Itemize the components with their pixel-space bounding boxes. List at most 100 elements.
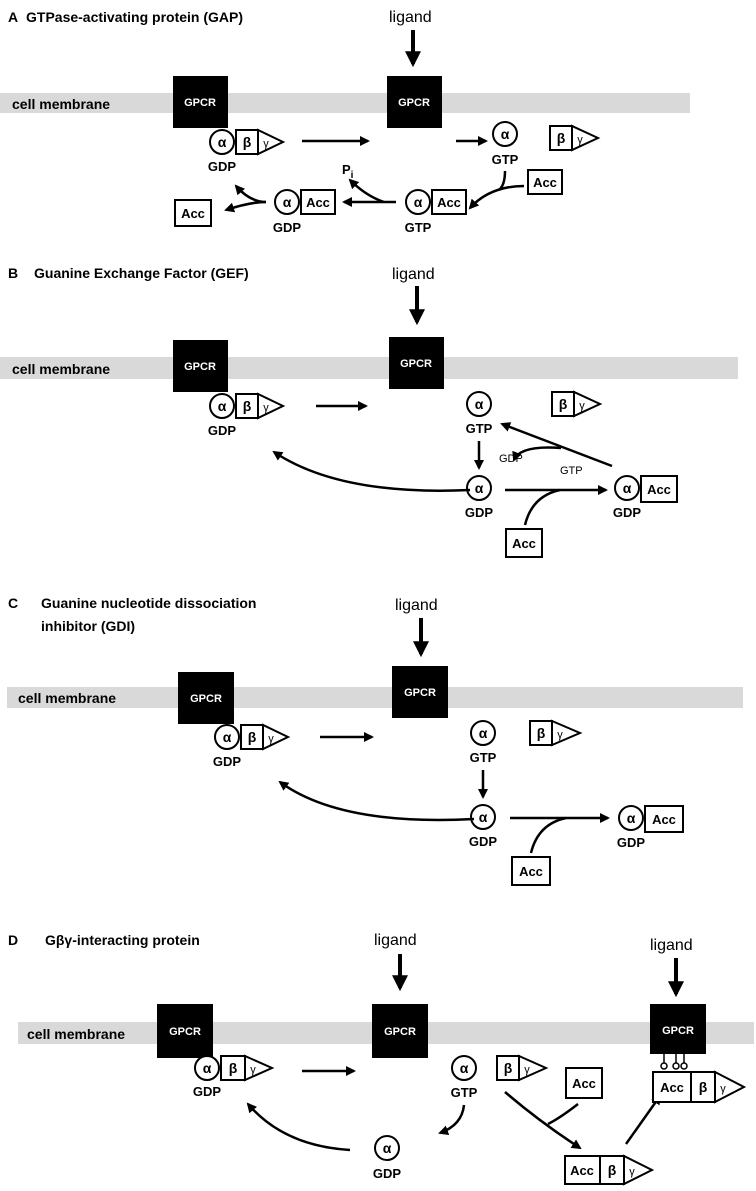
- svg-text:β: β: [504, 1060, 513, 1076]
- svg-text:GDP: GDP: [617, 835, 646, 850]
- beta-gamma-dimer: β γ: [549, 124, 601, 152]
- svg-text:α: α: [479, 809, 488, 825]
- svg-text:GDP: GDP: [193, 1084, 222, 1099]
- alpha-release-arrow: [234, 184, 267, 204]
- reassociation-arrow: [246, 1102, 351, 1152]
- svg-text:β: β: [559, 396, 568, 412]
- beta-gamma-binding-arrow: [504, 1091, 582, 1150]
- reassociation-arrow: [278, 780, 475, 822]
- gdp-small-label: GDP: [499, 453, 523, 465]
- svg-text:GDP: GDP: [373, 1166, 402, 1181]
- gtp-to-complex-line: [498, 170, 507, 191]
- ligand-label: ligand: [392, 266, 435, 283]
- panel-d-title: Gβγ-interacting protein: [45, 932, 200, 948]
- ligand-label-second: ligand: [650, 937, 693, 954]
- acc-beta-gamma-complex: Acc β γ: [564, 1154, 655, 1186]
- alpha-gtp: α GTP: [492, 121, 519, 167]
- svg-text:γ: γ: [268, 733, 274, 745]
- svg-text:α: α: [475, 480, 484, 496]
- gpcr-receptor-activated: GPCR: [389, 337, 444, 389]
- svg-text:γ: γ: [557, 729, 563, 741]
- alpha-gdp-acc-complex: α Acc GDP: [613, 475, 678, 520]
- gpcr-receptor-bound: GPCR: [650, 1004, 706, 1054]
- svg-text:GPCR: GPCR: [398, 97, 430, 109]
- svg-text:Acc: Acc: [437, 195, 461, 210]
- svg-text:GPCR: GPCR: [384, 1026, 416, 1038]
- svg-text:β: β: [537, 725, 546, 741]
- heterotrimer-inactive: α β γ GDP: [213, 723, 291, 769]
- accessory-protein: Acc: [527, 169, 563, 195]
- panel-a-letter: A: [8, 9, 18, 25]
- gpcr-receptor: GPCR: [178, 672, 234, 724]
- gtp-to-gdp-arrow: [438, 1104, 466, 1135]
- svg-text:Acc: Acc: [512, 536, 536, 551]
- svg-text:GTP: GTP: [405, 220, 432, 235]
- alpha-gtp: α GTP: [470, 720, 497, 765]
- beta-gamma-dimer: β γ: [496, 1054, 549, 1082]
- ligand-label: ligand: [395, 597, 438, 614]
- svg-text:GDP: GDP: [213, 754, 242, 769]
- membrane-anchors: [660, 1054, 688, 1070]
- svg-text:β: β: [229, 1060, 238, 1076]
- svg-text:Acc: Acc: [519, 864, 543, 879]
- svg-text:β: β: [243, 398, 252, 414]
- accessory-protein: Acc: [505, 528, 543, 558]
- svg-text:α: α: [479, 725, 488, 741]
- svg-text:α: α: [627, 810, 636, 826]
- alpha-gdp: α GDP: [469, 804, 497, 849]
- svg-text:GDP: GDP: [613, 505, 642, 520]
- svg-text:γ: γ: [720, 1083, 726, 1095]
- ligand-label: ligand: [374, 932, 417, 949]
- svg-text:α: α: [383, 1140, 392, 1156]
- svg-text:Acc: Acc: [181, 206, 205, 221]
- reassociation-arrow: [272, 450, 471, 492]
- svg-text:γ: γ: [577, 134, 583, 146]
- acc-join-line: [523, 488, 561, 526]
- svg-text:GPCR: GPCR: [169, 1026, 201, 1038]
- svg-text:Acc: Acc: [652, 812, 676, 827]
- svg-text:GDP: GDP: [273, 220, 302, 235]
- svg-text:α: α: [460, 1060, 469, 1076]
- pi-release-arrow: [348, 178, 385, 204]
- svg-text:GTP: GTP: [492, 152, 519, 167]
- svg-text:γ: γ: [524, 1064, 530, 1076]
- alpha-gtp: α GTP: [451, 1055, 478, 1100]
- svg-text:GDP: GDP: [465, 505, 494, 520]
- panel-d-letter: D: [8, 932, 18, 948]
- svg-text:GPCR: GPCR: [404, 687, 436, 699]
- svg-text:Acc: Acc: [306, 195, 330, 210]
- panel-a-title: GTPase-activating protein (GAP): [26, 9, 243, 25]
- acc-binding-arrow: [468, 184, 525, 210]
- svg-text:GPCR: GPCR: [184, 97, 216, 109]
- beta-gamma-dimer: β γ: [529, 719, 583, 747]
- ligand-label: ligand: [389, 9, 432, 26]
- panel-b-title: Guanine Exchange Factor (GEF): [34, 265, 249, 281]
- panel-b: B Guanine Exchange Factor (GEF) cell mem…: [0, 265, 738, 558]
- membrane-label: cell membrane: [18, 690, 116, 706]
- heterotrimer-inactive: α β γ GDP: [193, 1054, 275, 1099]
- svg-text:α: α: [501, 126, 510, 142]
- svg-text:α: α: [623, 480, 632, 496]
- panel-c: C Guanine nucleotide dissociation inhibi…: [7, 595, 743, 886]
- svg-text:β: β: [248, 729, 257, 745]
- svg-text:α: α: [283, 194, 292, 210]
- gtp-small-label: GTP: [560, 465, 583, 477]
- svg-text:Acc: Acc: [533, 175, 557, 190]
- panel-d: D Gβγ-interacting protein cell membrane …: [8, 932, 754, 1186]
- heterotrimer-inactive: α β γ GDP: [208, 128, 286, 174]
- alpha-gtp: α GTP: [466, 391, 493, 436]
- cell-membrane-bar: [0, 357, 738, 379]
- heterotrimer-inactive: α β γ GDP: [208, 392, 286, 438]
- acc-join-line: [547, 1103, 579, 1126]
- membrane-recruitment-arrow: [624, 1094, 662, 1145]
- svg-text:β: β: [608, 1162, 617, 1178]
- membrane-label: cell membrane: [12, 361, 110, 377]
- svg-text:GPCR: GPCR: [662, 1025, 694, 1037]
- gpcr-receptor: GPCR: [173, 76, 228, 128]
- alpha-gtp-acc-complex: α Acc GTP: [405, 189, 467, 235]
- alpha-gdp-acc-complex: α Acc GDP: [617, 805, 684, 850]
- svg-text:Acc: Acc: [572, 1076, 596, 1091]
- svg-text:γ: γ: [579, 400, 585, 412]
- panel-c-title-line2: inhibitor (GDI): [41, 618, 135, 634]
